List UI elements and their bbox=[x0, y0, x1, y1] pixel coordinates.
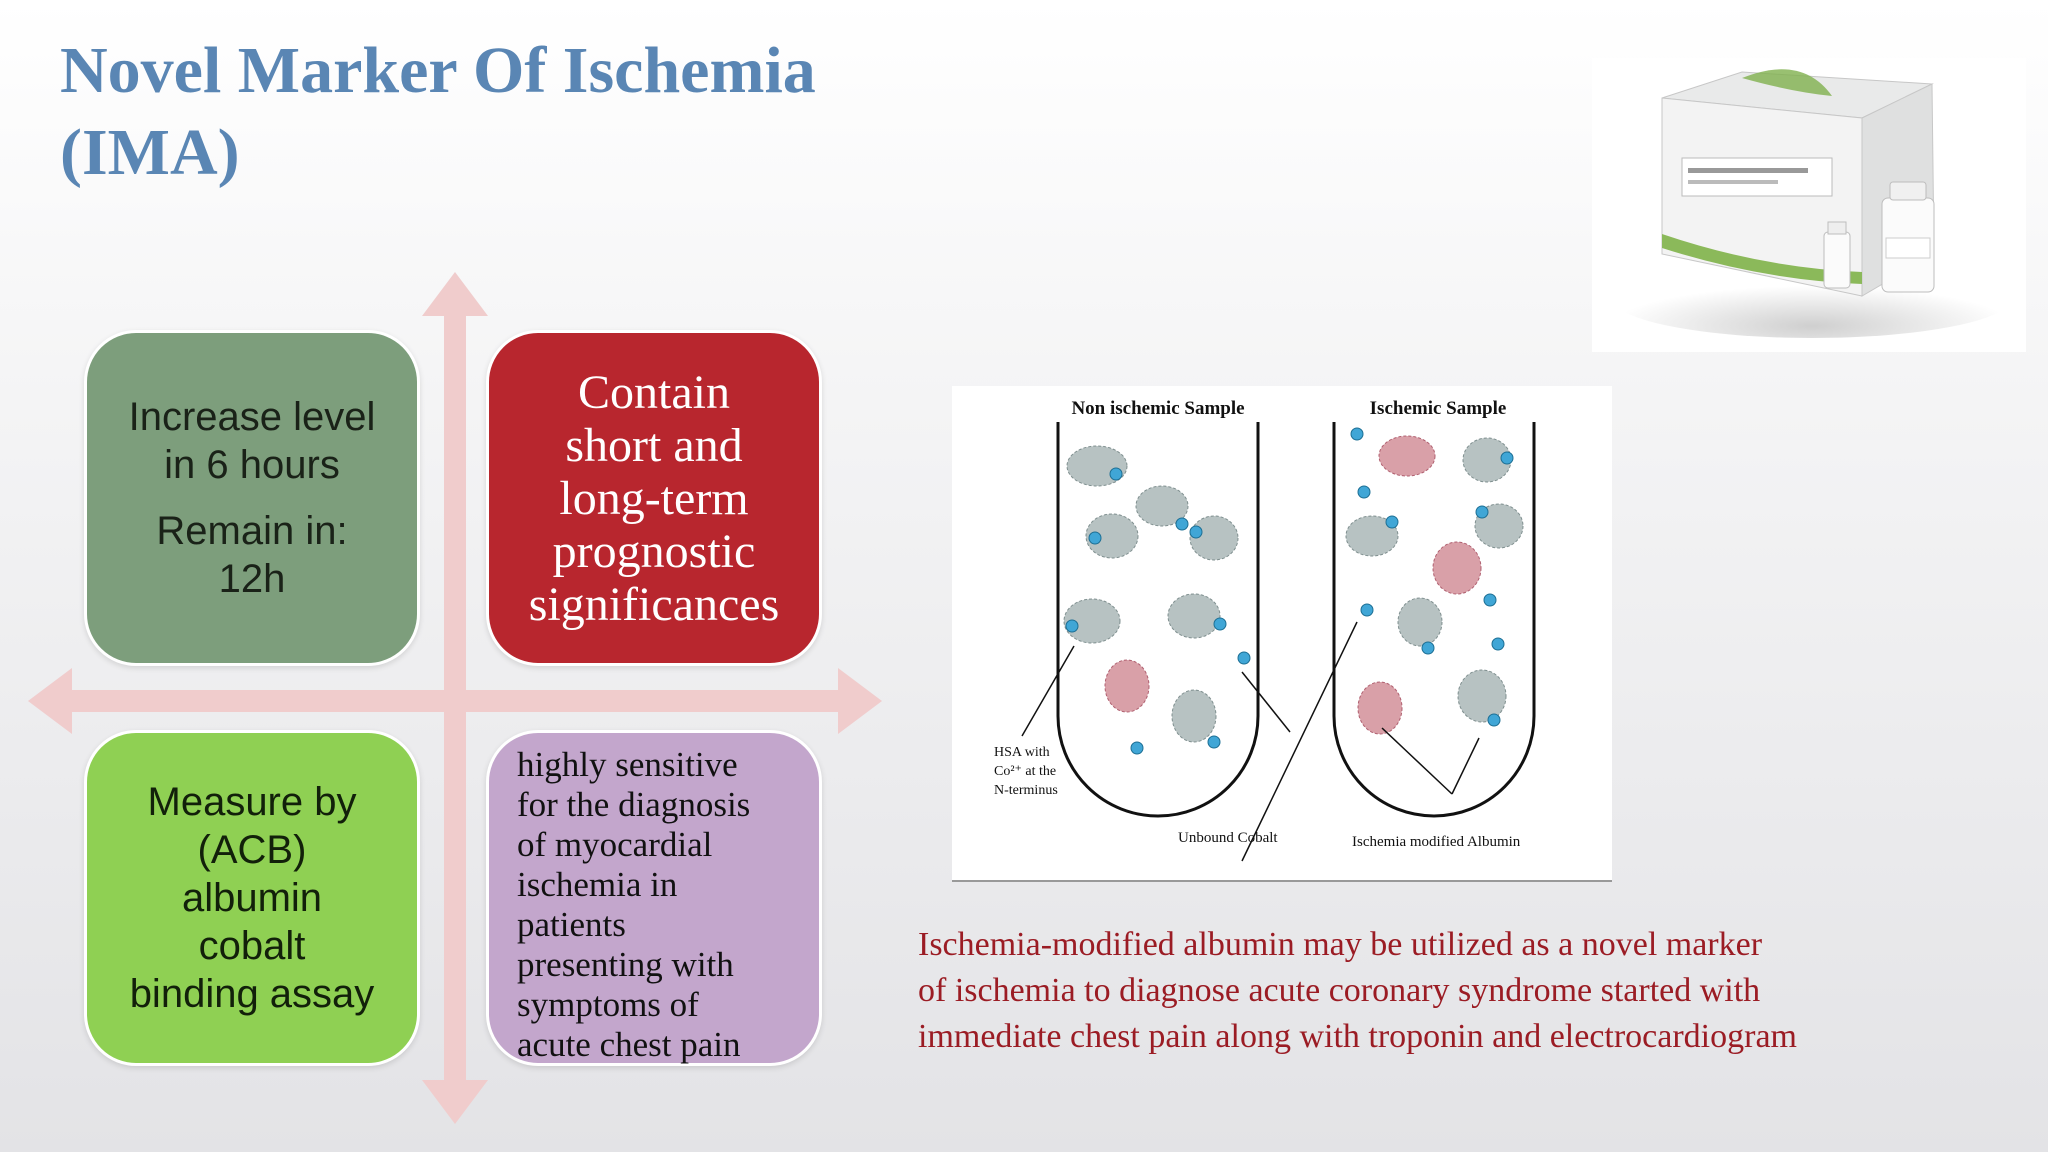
box-tl-line1: Increase level bbox=[128, 395, 376, 439]
box-bl-line: (ACB) bbox=[197, 828, 307, 872]
box-bl-line: binding assay bbox=[129, 972, 375, 1016]
slide-title: Novel Marker Of Ischemia (IMA) bbox=[60, 30, 960, 194]
unbound-cobalt-label: Unbound Cobalt bbox=[1178, 830, 1278, 846]
box-tr-line: significances bbox=[528, 577, 780, 631]
caption-line3: immediate chest pain along with troponin… bbox=[918, 1018, 1797, 1055]
box-tr-line: Contain bbox=[578, 365, 730, 419]
hsa-label-line1: HSA with bbox=[994, 745, 1050, 760]
ima-test-kit-image bbox=[1592, 58, 2026, 352]
box-tl-line3: Remain in: bbox=[156, 509, 348, 553]
box-br-line: patients bbox=[517, 905, 626, 944]
ima-caption: Ischemia-modified albumin may be utilize… bbox=[918, 922, 2018, 1060]
arrow-head-left bbox=[28, 668, 72, 734]
box-onset-duration: Increase level in 6 hours Remain in: 12h bbox=[84, 330, 420, 666]
cobalt-ions-left bbox=[1065, 467, 1251, 755]
box-br-line: for the diagnosis bbox=[517, 785, 751, 824]
test-tube-right bbox=[1332, 422, 1536, 818]
ima-label: Ischemia modified Albumin bbox=[1352, 834, 1521, 850]
box-br-line: acute chest pain bbox=[517, 1025, 741, 1064]
box-br-line: highly sensitive bbox=[517, 745, 738, 784]
box-tr-line: prognostic bbox=[552, 524, 756, 578]
cobalt-ions-right bbox=[1350, 427, 1514, 727]
box-bl-line: cobalt bbox=[198, 924, 306, 968]
diagram-label-non-ischemic: Non ischemic Sample bbox=[1071, 398, 1244, 419]
box-br-line: of myocardial bbox=[517, 825, 713, 864]
albumin-molecules-left bbox=[1063, 445, 1239, 743]
box-prognostic: Contain short and long-term prognostic s… bbox=[486, 330, 822, 666]
reagent-vial-small bbox=[1823, 231, 1851, 289]
albumin-molecules-right bbox=[1345, 435, 1524, 735]
caption-line2: of ischemia to diagnose acute coronary s… bbox=[918, 972, 1761, 1009]
box-br-line: symptoms of bbox=[517, 985, 699, 1024]
hsa-label-line3: N-terminus bbox=[994, 783, 1058, 798]
ima-test-tube-diagram: Non ischemic Sample Ischemic Sample bbox=[952, 386, 1612, 882]
arrow-head-down bbox=[422, 1080, 488, 1124]
box-tl-line2: in 6 hours bbox=[164, 443, 340, 487]
annotation-lines bbox=[1021, 621, 1480, 862]
slide-title-line2: (IMA) bbox=[60, 116, 240, 189]
box-br-line: presenting with bbox=[517, 945, 734, 984]
test-tube-left bbox=[1056, 422, 1260, 818]
slide-title-line1: Novel Marker Of Ischemia bbox=[60, 34, 816, 107]
box-sensitivity: highly sensitive for the diagnosis of my… bbox=[486, 730, 822, 1066]
arrow-head-up bbox=[422, 272, 488, 316]
box-bl-line: albumin bbox=[181, 876, 323, 920]
arrow-shapes bbox=[28, 272, 882, 1124]
arrow-head-right bbox=[838, 668, 882, 734]
box-tl-line4: 12h bbox=[218, 557, 286, 601]
box-bl-line: Measure by bbox=[147, 780, 357, 824]
hsa-label-line2: Co²⁺ at the bbox=[994, 764, 1056, 779]
box-measurement: Measure by (ACB) albumin cobalt binding … bbox=[84, 730, 420, 1066]
box-tr-line: long-term bbox=[559, 471, 749, 525]
horizontal-arrow-shaft bbox=[60, 690, 850, 712]
diagram-label-ischemic: Ischemic Sample bbox=[1370, 398, 1507, 419]
caption-line1: Ischemia-modified albumin may be utilize… bbox=[918, 926, 1763, 963]
box-br-line: ischemia in bbox=[517, 865, 678, 904]
box-tr-line: short and bbox=[565, 418, 743, 472]
